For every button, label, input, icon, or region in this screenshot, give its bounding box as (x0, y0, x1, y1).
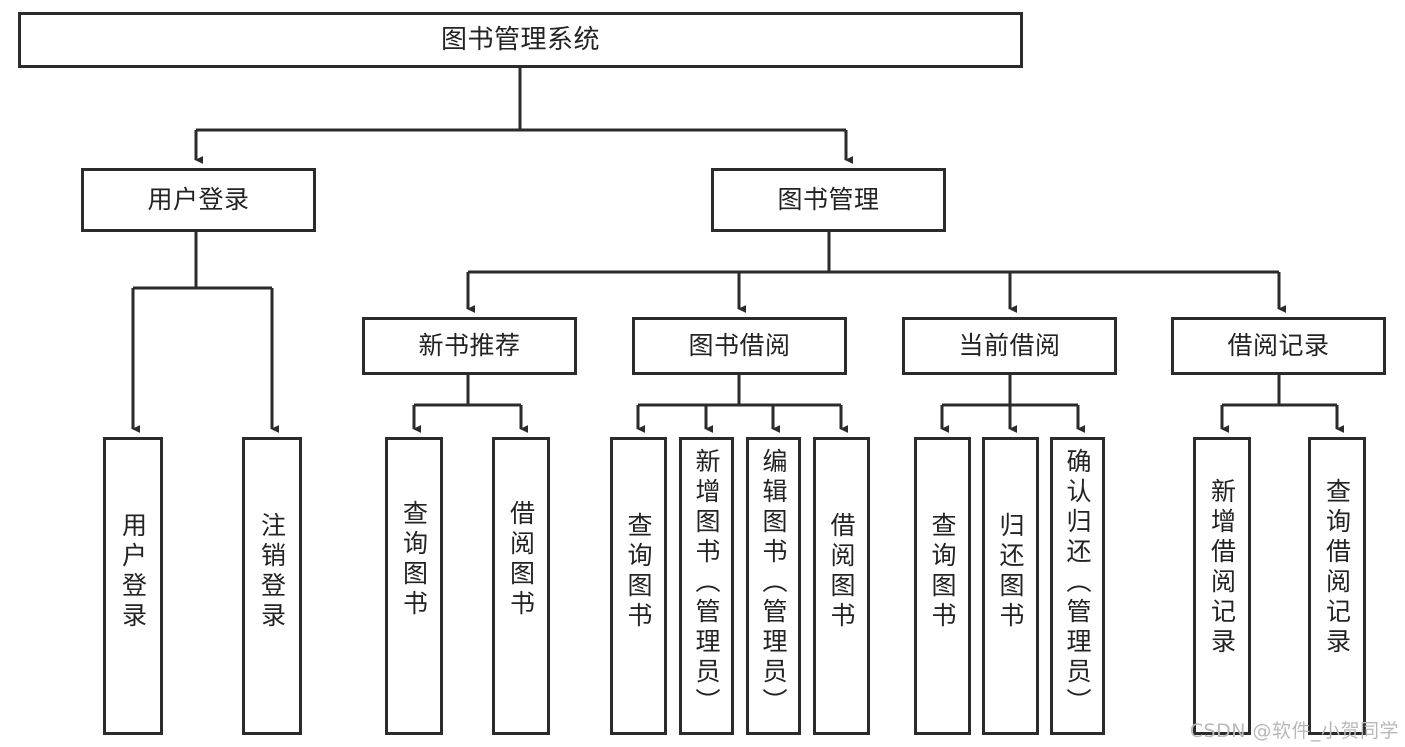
node-leaf-borrow-book-recommend[interactable]: 借阅图书 (492, 437, 550, 735)
node-label: 新增图书（管理员） (692, 448, 721, 718)
node-user-login[interactable]: 用户登录 (81, 168, 316, 232)
node-leaf-add-borrow-record[interactable]: 新增借阅记录 (1193, 437, 1251, 735)
node-leaf-query-borrow-record[interactable]: 查询借阅记录 (1308, 437, 1366, 735)
node-label: 新增借阅记录 (1207, 478, 1237, 658)
node-borrow-record[interactable]: 借阅记录 (1171, 317, 1386, 375)
node-label: 图书管理系统 (440, 24, 600, 55)
node-label: 查询借阅记录 (1322, 478, 1352, 658)
node-leaf-confirm-return-admin[interactable]: 确认归还（管理员） (1050, 437, 1105, 735)
node-label: 编辑图书（管理员） (759, 448, 788, 718)
node-leaf-add-book-admin[interactable]: 新增图书（管理员） (679, 437, 734, 735)
node-leaf-query-book-recommend[interactable]: 查询图书 (385, 437, 443, 735)
node-leaf-borrow-book-borrow[interactable]: 借阅图书 (813, 437, 870, 735)
node-label: 图书管理 (777, 185, 880, 215)
node-label: 注销登录 (257, 512, 287, 632)
node-label: 确认归还（管理员） (1063, 448, 1092, 718)
node-leaf-query-book-borrow[interactable]: 查询图书 (610, 437, 667, 735)
node-label: 归还图书 (996, 512, 1025, 632)
node-label: 当前借阅 (958, 331, 1061, 361)
node-leaf-user-login[interactable]: 用户登录 (103, 437, 163, 735)
node-book-management[interactable]: 图书管理 (711, 168, 946, 232)
csdn-watermark: CSDN @软件_小贺同学 (1189, 720, 1399, 742)
node-label: 用户登录 (118, 512, 148, 632)
node-label: 借阅图书 (827, 512, 856, 632)
node-book-borrow[interactable]: 图书借阅 (632, 317, 847, 375)
node-label: 用户登录 (147, 185, 250, 215)
node-new-book-recommendation[interactable]: 新书推荐 (362, 317, 577, 375)
node-label: 图书借阅 (688, 331, 791, 361)
node-leaf-edit-book-admin[interactable]: 编辑图书（管理员） (746, 437, 801, 735)
node-leaf-return-book[interactable]: 归还图书 (982, 437, 1039, 735)
node-root-book-management-system[interactable]: 图书管理系统 (18, 12, 1023, 68)
node-label: 查询图书 (624, 512, 653, 632)
node-leaf-logout[interactable]: 注销登录 (242, 437, 302, 735)
node-label: 借阅记录 (1227, 331, 1330, 361)
node-label: 查询图书 (399, 500, 429, 620)
node-label: 查询图书 (928, 512, 957, 632)
node-label: 新书推荐 (418, 331, 521, 361)
node-current-borrow[interactable]: 当前借阅 (902, 317, 1117, 375)
node-label: 借阅图书 (506, 500, 536, 620)
node-leaf-query-book-current[interactable]: 查询图书 (914, 437, 971, 735)
